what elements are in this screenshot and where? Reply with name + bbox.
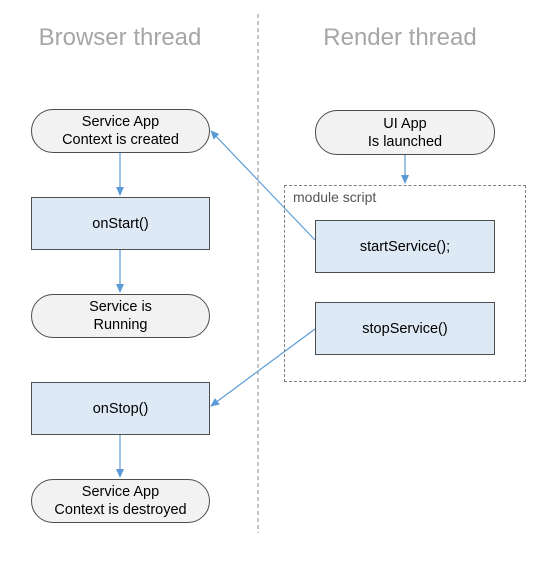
- stop-service-node: stopService(): [315, 302, 495, 355]
- ui-launched-node: UI App Is launched: [315, 110, 495, 155]
- arrow-stopservice-to-onstop: [210, 328, 316, 407]
- browser-thread-title: Browser thread: [38, 24, 202, 51]
- context-destroyed-node: Service App Context is destroyed: [31, 479, 210, 523]
- render-thread-title: Render thread: [323, 24, 477, 51]
- arrow-startservice-to-created: [210, 130, 316, 241]
- onstop-node: onStop(): [31, 382, 210, 435]
- service-running-node: Service is Running: [31, 294, 210, 338]
- start-service-node: startService();: [315, 220, 495, 273]
- module-script-group: [284, 185, 526, 382]
- onstart-node: onStart(): [31, 197, 210, 250]
- context-created-node: Service App Context is created: [31, 109, 210, 153]
- module-script-label: module script: [293, 189, 377, 205]
